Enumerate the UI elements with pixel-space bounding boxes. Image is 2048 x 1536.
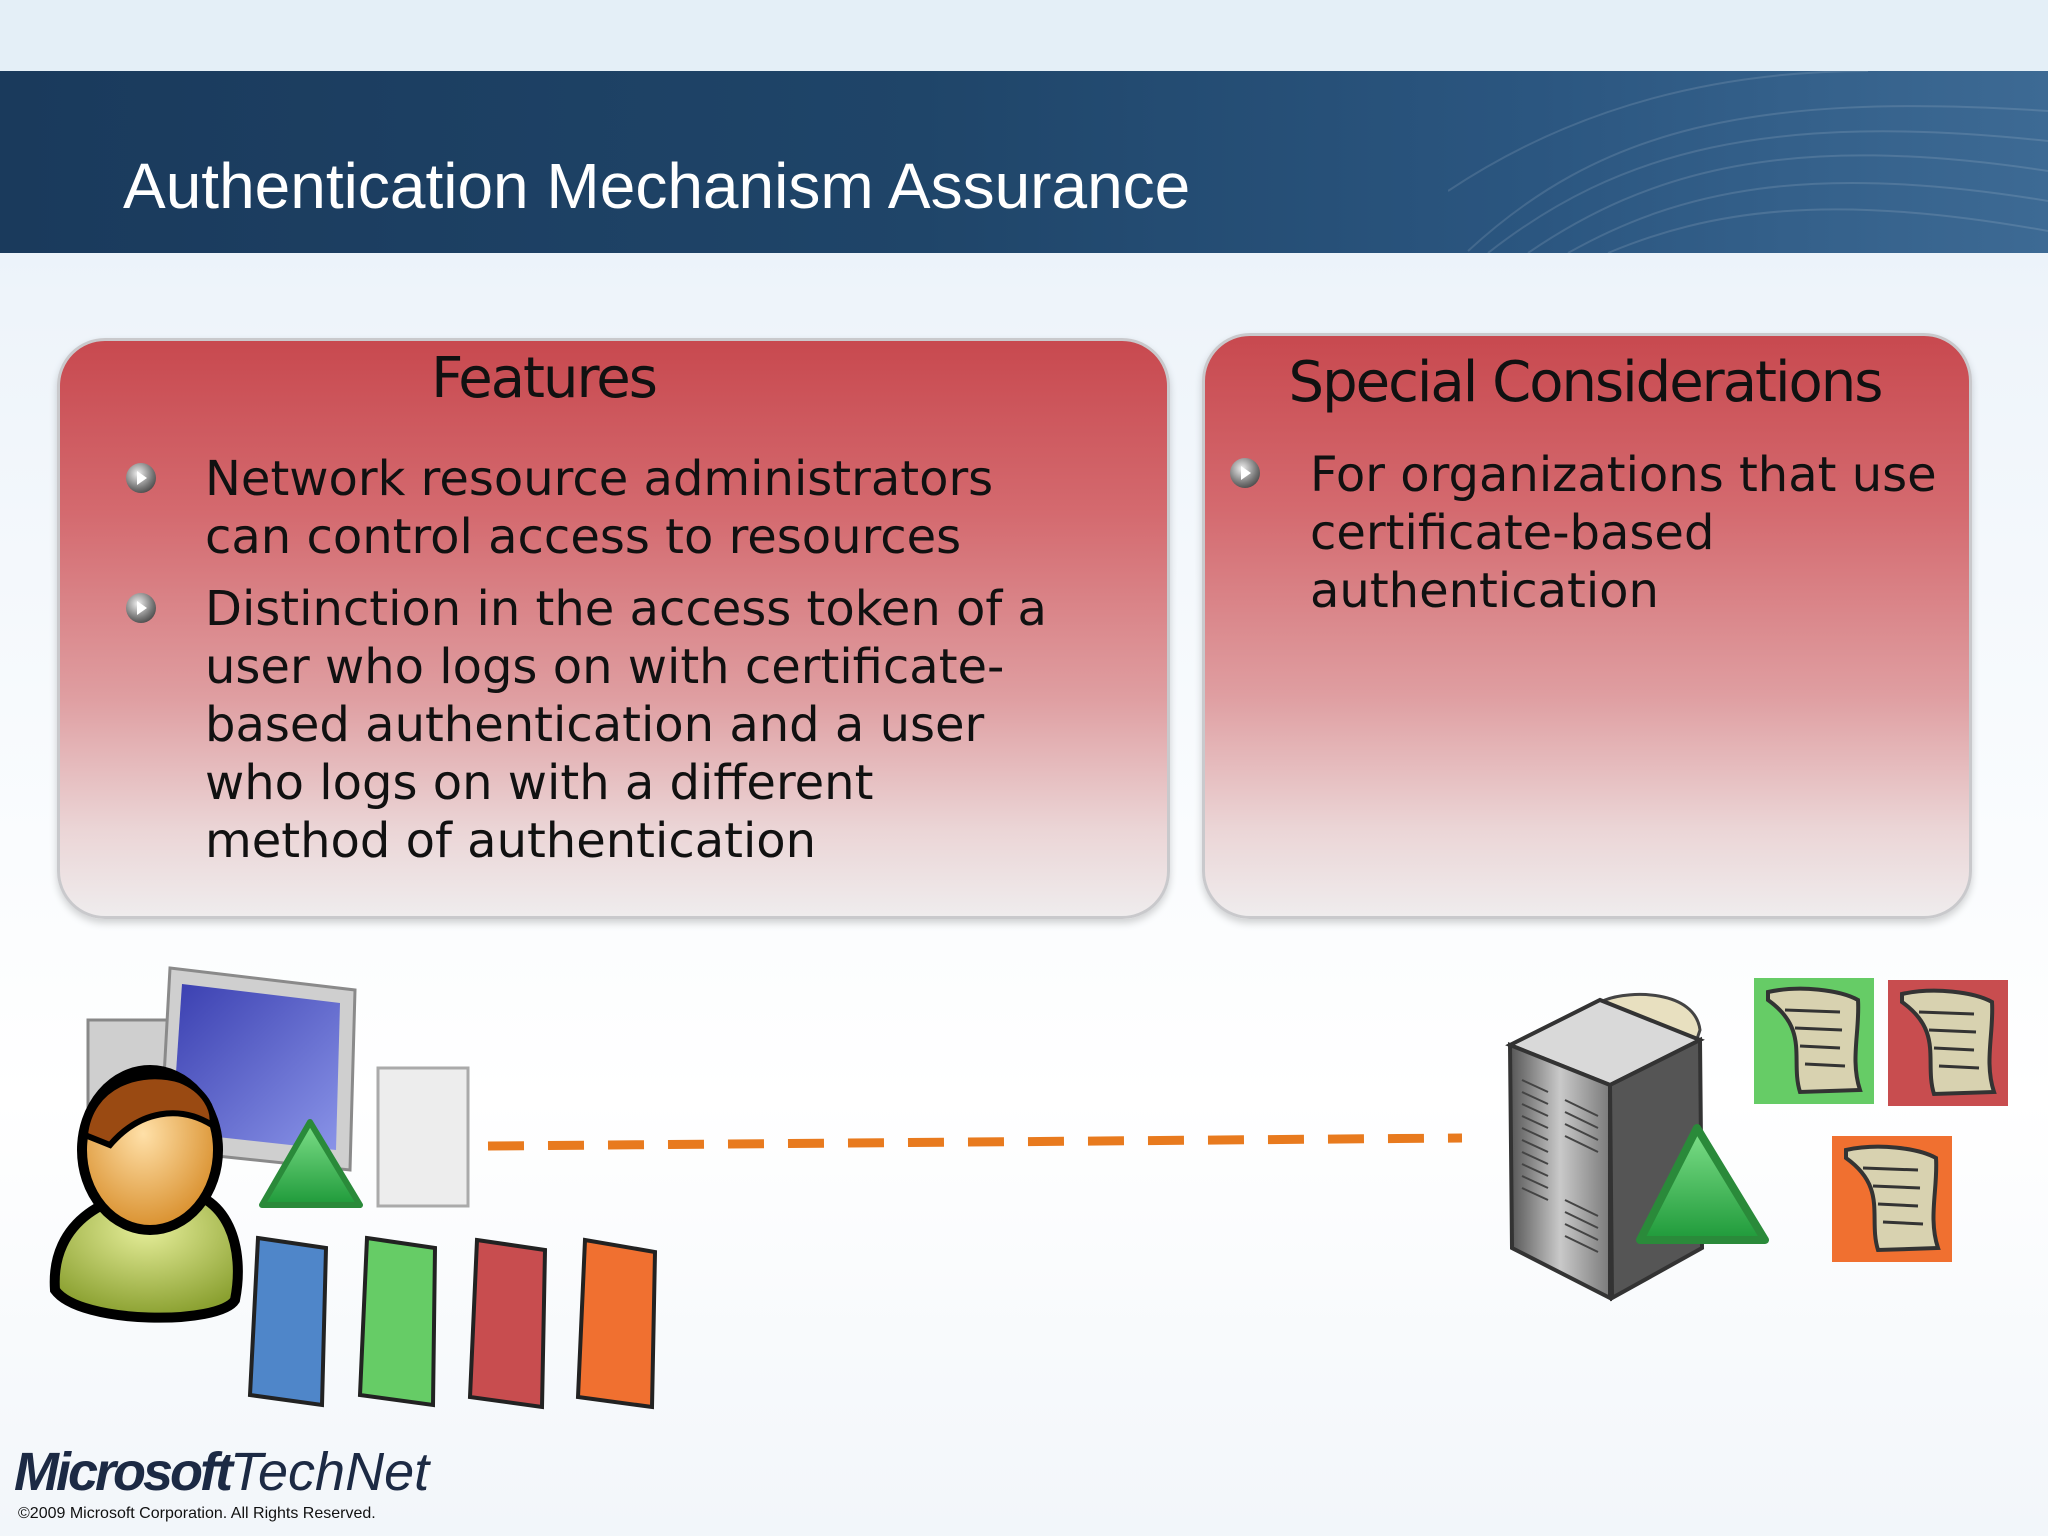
bullet-icon [126,463,156,493]
connection-line [487,1133,1463,1151]
logo-technet-text: TechNet [230,1442,430,1502]
blue-card-icon [247,1235,329,1408]
microsoft-technet-logo: MicrosoftTechNet [14,1440,429,1503]
features-heading: Features [431,346,658,411]
bullet-line: authentication [1310,563,1659,619]
bullet-line: user who logs on with certificate- [205,639,1005,695]
bullet-line: method of authentication [205,813,817,869]
features-bullet-1: Network resource administrators can cont… [205,450,993,566]
considerations-panel: Special Considerations For organizations… [1202,333,1972,919]
bullet-line: certificate-based [1310,505,1715,561]
features-bullet-2: Distinction in the access token of a use… [205,580,1047,870]
bullet-line: who logs on with a different [205,755,874,811]
server-icon [1505,992,1705,1302]
computer-icon [86,966,470,1208]
bullet-line: For organizations that use [1310,447,1937,503]
bullet-line: Network resource administrators [205,451,994,507]
red-certificate-icon [1888,980,2008,1106]
green-triangle-icon [1636,1124,1769,1244]
orange-certificate-icon [1832,1136,1952,1262]
title-bar: Authentication Mechanism Assurance [0,71,2048,253]
user-icon [49,1065,243,1323]
considerations-bullet-1: For organizations that use certificate-b… [1310,446,1937,620]
green-certificate-icon [1754,978,1874,1104]
green-triangle-icon [259,1119,363,1208]
decorative-swirl-icon [1448,71,2048,253]
slide-title: Authentication Mechanism Assurance [123,150,1191,222]
features-panel: Features Network resource administrators… [57,338,1170,919]
bullet-line: can control access to resources [205,509,962,565]
green-card-icon [357,1235,438,1408]
bullet-line: based authentication and a user [205,697,985,753]
bullet-icon [126,593,156,623]
red-card-icon [467,1237,548,1410]
considerations-heading: Special Considerations [1288,350,1884,415]
logo-microsoft-text: Microsoft [14,1442,233,1502]
bullet-line: Distinction in the access token of a [205,581,1047,637]
orange-card-icon [575,1237,658,1410]
copyright-notice: ©2009 Microsoft Corporation. All Rights … [18,1505,376,1522]
bullet-icon [1230,458,1260,488]
